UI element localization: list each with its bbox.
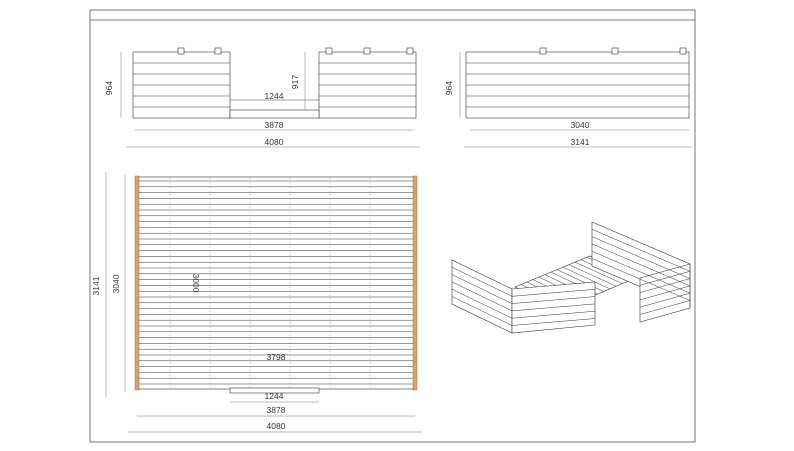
iso-wall-board-line [639, 285, 691, 301]
plan-deck-boards [137, 180, 415, 385]
iso-wall-board-line [591, 236, 691, 279]
front-elevation: 964 917 1244 3878 4080 [104, 47, 420, 148]
side-inner-width-label: 3040 [571, 120, 590, 130]
iso-wall-board-line [451, 296, 513, 326]
iso-wall-board-line [511, 310, 596, 319]
side-elevation: 964 3040 3141 [444, 47, 692, 148]
iso-wall-board-line [451, 274, 513, 304]
front-outer-width-label: 4080 [265, 137, 284, 147]
front-wall-boards [133, 62, 416, 108]
iso-wall-board-line [591, 243, 691, 287]
iso-wall-board-line [511, 318, 596, 326]
front-opening-label: 1244 [265, 91, 284, 101]
iso-wall-board-line [511, 289, 596, 297]
plan-joists [169, 178, 371, 388]
iso-deck-board-line [568, 264, 617, 287]
iso-wall-board-line [639, 271, 691, 286]
iso-wall-board-line [451, 281, 513, 312]
plan-opening [229, 387, 320, 394]
side-cap [679, 47, 687, 55]
side-outer-width-label: 3141 [571, 137, 590, 147]
plan-opening-label: 1244 [265, 391, 284, 401]
plan-left-beam [134, 175, 140, 391]
side-cap [611, 47, 619, 55]
plan-board-length-label: 3798 [267, 352, 286, 362]
plan-outer-depth-label: 3141 [91, 276, 101, 295]
iso-wall-board-line [639, 292, 691, 308]
side-cap [539, 47, 547, 55]
front-cap [177, 47, 185, 55]
iso-deck-board-line [574, 261, 623, 284]
sheet-border [89, 9, 696, 443]
front-inner-width-label: 3878 [265, 120, 284, 130]
plan-right-beam [412, 175, 418, 391]
iso-wall-board-line [451, 288, 513, 319]
iso-wall-board-line [591, 258, 691, 301]
front-deck [229, 109, 320, 119]
side-wall-boards [466, 62, 689, 108]
plan-board-span-label: 3000 [191, 274, 201, 293]
front-cap [214, 47, 222, 55]
plan-inner-width-label: 3878 [267, 405, 286, 415]
front-inner-height-label: 917 [290, 75, 300, 89]
iso-wall-board-line [451, 267, 513, 297]
side-height-label: 964 [444, 81, 454, 95]
plan-inner-depth-label: 3040 [111, 274, 121, 293]
front-cap [406, 47, 414, 55]
iso-deck-board-line [562, 266, 611, 290]
iso-wall-board-line [591, 250, 691, 294]
iso-wall-board-line [511, 296, 596, 304]
front-cap [325, 47, 333, 55]
plan-outer-width-label: 4080 [267, 421, 286, 431]
iso-deck-board-line [556, 269, 604, 292]
isometric-view [451, 221, 691, 334]
plan-view: 3141 3040 3000 3798 1244 3878 4080 [91, 172, 422, 433]
iso-wall-board-line [639, 278, 691, 293]
iso-wall-board-line [591, 229, 691, 272]
iso-wall-board-line [511, 303, 596, 312]
plan-deck [136, 176, 416, 390]
iso-wall-board-line [639, 300, 691, 315]
front-cap [363, 47, 371, 55]
front-height-label: 964 [104, 81, 114, 95]
iso-wall-boards [451, 229, 691, 326]
